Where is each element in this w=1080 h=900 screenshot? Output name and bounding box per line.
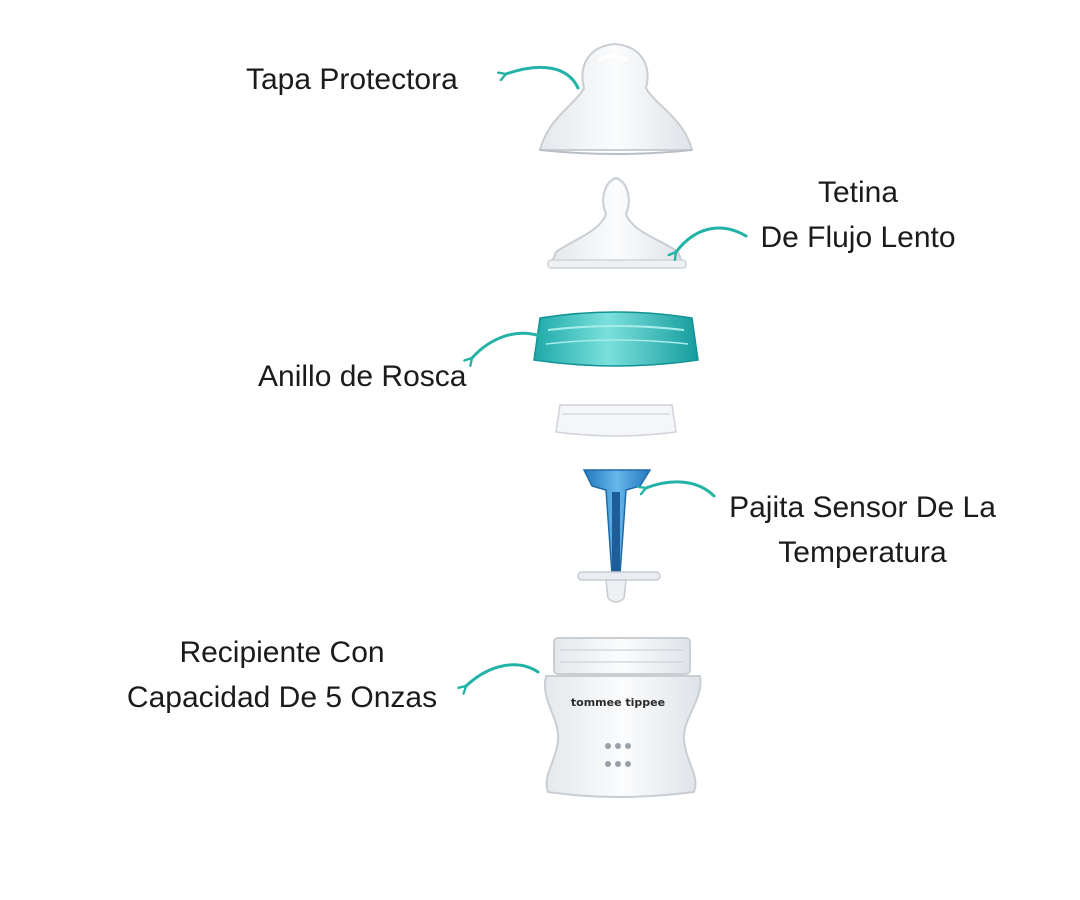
label-tetina: Tetina De Flujo Lento — [760, 176, 956, 254]
arrow-pajita — [646, 480, 716, 498]
bottle-container-part: tommee tippee — [543, 637, 702, 798]
protective-cap-part — [538, 42, 694, 155]
brand-mark: tommee tippee — [571, 696, 665, 709]
measurement-dots — [605, 743, 631, 767]
label-pajita-sensor: Pajita Sensor De La Temperatura — [729, 491, 996, 569]
arrow-tetina — [676, 226, 748, 252]
arrow-anillo — [472, 331, 542, 358]
screw-ring-part — [533, 311, 699, 437]
label-anillo-de-rosca: Anillo de Rosca — [258, 360, 467, 393]
arrow-tapa — [506, 65, 580, 90]
temperature-sensor-straw-part — [577, 469, 661, 603]
slow-flow-nipple-part — [547, 176, 687, 269]
label-recipiente: Recipiente Con Capacidad De 5 Onzas — [126, 636, 438, 714]
arrow-recipiente — [466, 663, 540, 686]
label-tapa-protectora: Tapa Protectora — [246, 63, 458, 96]
